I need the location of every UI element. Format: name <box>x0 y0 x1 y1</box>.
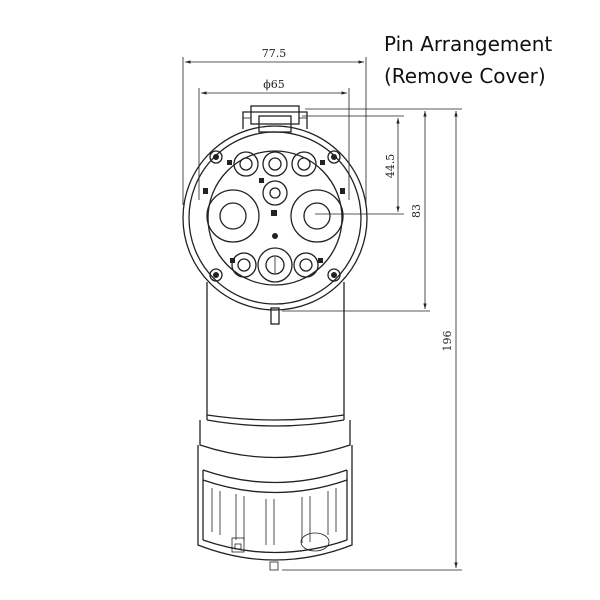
dimension-label-pin-center-height: 44.5 <box>384 154 397 179</box>
screw-bottom-right <box>327 268 341 282</box>
screw-bottom-left <box>209 268 223 282</box>
dimension-pin-center-height: 44.5 <box>384 118 400 212</box>
screw-top-left <box>209 150 223 164</box>
dc-power-pin-right <box>290 189 344 243</box>
signal-pin-bottom-right <box>293 252 319 278</box>
dc-power-pin-left <box>206 189 260 243</box>
aux-pin-center <box>262 180 288 206</box>
signal-pin-top-left <box>233 151 259 177</box>
signal-pin-top-center <box>262 151 288 177</box>
dimension-label-overall-width: 77.5 <box>262 47 287 60</box>
dimension-label-face-diameter: ϕ65 <box>263 78 285 91</box>
ground-pin-bottom-center <box>257 247 293 283</box>
signal-pin-bottom-left <box>231 252 257 278</box>
signal-pin-top-right <box>291 151 317 177</box>
dimension-total-height: 196 <box>441 111 458 568</box>
dimension-face-diameter: ϕ65 <box>198 78 350 200</box>
dimension-overall-width: 77.5 <box>182 47 367 205</box>
caption-line-1: Pin Arrangement <box>384 32 553 56</box>
dimension-extension-lines <box>282 108 462 571</box>
dimension-label-face-height: 83 <box>410 204 423 218</box>
cable-gland <box>197 445 353 571</box>
pin-markers <box>203 160 345 263</box>
dimension-label-total-height: 196 <box>441 331 454 352</box>
caption-line-2: (Remove Cover) <box>384 64 546 88</box>
connector-face <box>182 125 368 325</box>
screw-top-right <box>327 150 341 164</box>
dimension-face-height: 83 <box>410 111 427 309</box>
connector-handle <box>199 282 351 459</box>
